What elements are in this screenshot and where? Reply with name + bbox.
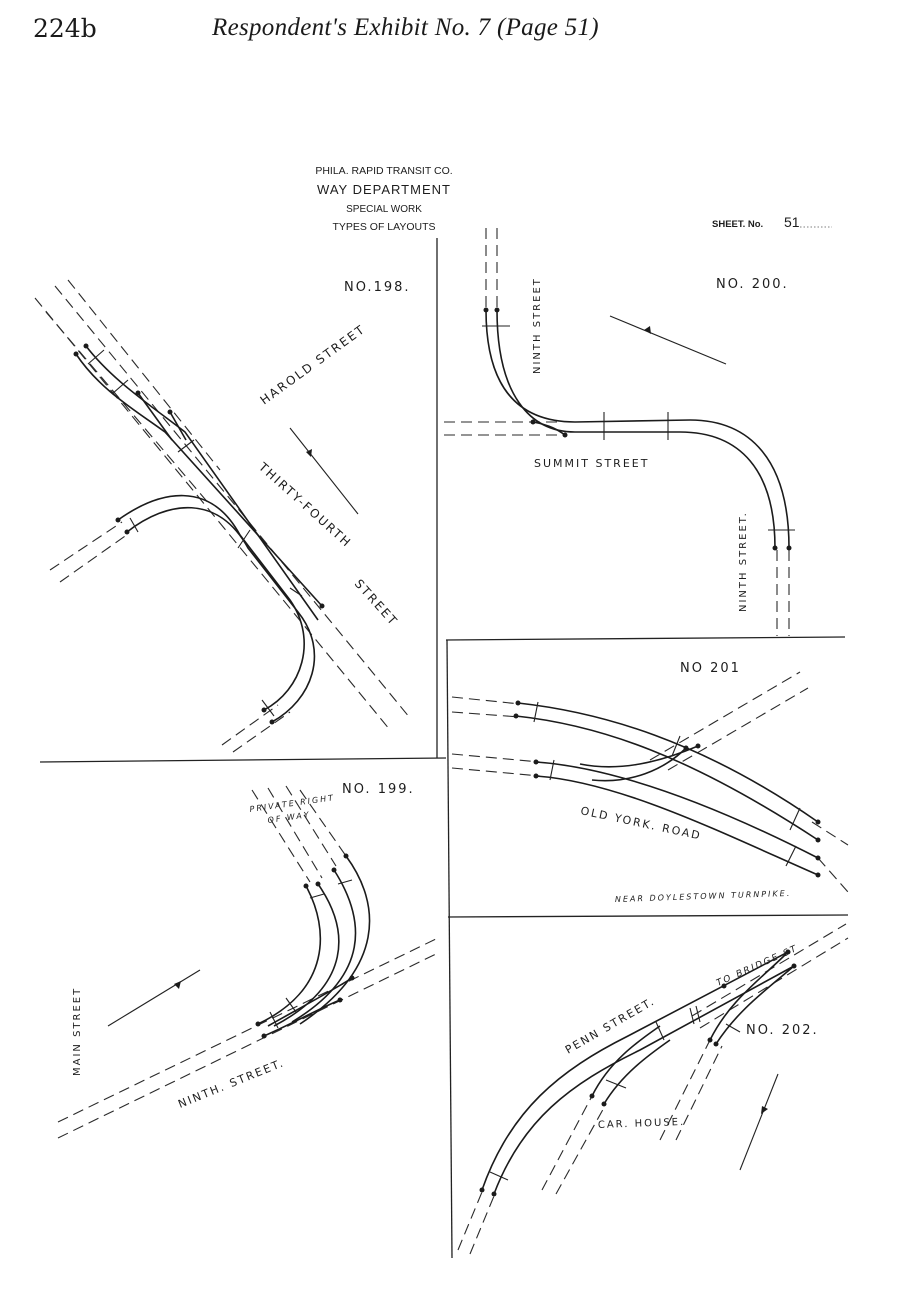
page-number: 224b — [33, 14, 97, 43]
layout-200: NO. 200. NINTH STREET SUMMIT STREET NINT… — [444, 228, 795, 636]
department-name: WAY DEPARTMENT — [317, 182, 451, 197]
layout-201-old-york-road: OLD YORK. ROAD — [579, 804, 702, 842]
layout-199-street-edge — [57, 937, 439, 1123]
layout-201-street-edge — [811, 821, 849, 846]
layout-201-track — [517, 702, 819, 823]
layout-198: NO.198. HAROLD STREET THIRTY-FOURTH STRE… — [34, 279, 411, 753]
layout-201-street-edge — [451, 696, 521, 705]
layout-201-note: NEAR DOYLESTOWN TURNPIKE. — [615, 889, 792, 904]
layout-200-summit-street: SUMMIT STREET — [534, 457, 649, 470]
layout-202-street-edge — [555, 1103, 607, 1195]
layout-201-track — [579, 745, 699, 768]
divider-horizontal-right-1 — [445, 636, 846, 641]
layout-199-street-edge — [57, 951, 441, 1139]
layout-201-street-edge — [451, 753, 541, 763]
layout-202-north-arrow — [739, 1073, 779, 1171]
layout-202-track — [493, 965, 795, 1195]
work-type: SPECIAL WORK — [346, 204, 422, 215]
layout-202: NO. 202. PENN STREET. TO BRIDGE ST CAR. … — [457, 923, 849, 1255]
layout-199-north-arrow-head — [174, 981, 181, 989]
layout-200-track — [532, 421, 566, 436]
layout-198-track — [85, 345, 319, 621]
layout-198-track — [117, 494, 305, 711]
layout-198-harold-street: HAROLD STREET — [258, 322, 369, 408]
layout-199-track — [299, 855, 371, 1025]
layout-199-track — [263, 999, 341, 1037]
layout-198-street: STREET — [352, 577, 401, 629]
layout-199-track — [267, 977, 353, 1027]
layout-199-north-arrow — [107, 969, 201, 1027]
layout-201-street-edge — [649, 671, 801, 761]
layout-198-track — [126, 506, 316, 723]
layout-201-street-edge — [817, 857, 849, 893]
sheet-label: SHEET. No. — [712, 219, 763, 230]
layout-199-main-street: MAIN STREET — [72, 987, 83, 1076]
layout-200-track — [496, 309, 776, 549]
layout-199: NO. 199. PRIVATE RIGHT OF WAY MAIN STREE… — [57, 782, 441, 1139]
layout-201-number: NO 201 — [680, 661, 741, 676]
layout-202-track — [715, 965, 795, 1045]
layout-198-track — [169, 411, 187, 441]
layout-202-track — [591, 1025, 661, 1097]
layout-199-street-edge — [299, 789, 347, 857]
layout-198-street-edge — [232, 711, 291, 753]
layout-198-street-edge — [45, 311, 211, 506]
layout-198-street-edge — [54, 285, 411, 719]
layout-201: NO 201 OLD YORK. ROAD NEAR DOYLESTOWN TU… — [451, 661, 849, 904]
layout-202-track — [709, 951, 789, 1041]
layout-201-street-edge — [667, 687, 809, 771]
layout-198-north-arrow-head — [306, 449, 312, 457]
layout-202-street-edge — [541, 1095, 593, 1191]
drawing-subject: TYPES OF LAYOUTS — [332, 221, 435, 233]
layout-198-street-edge — [49, 521, 123, 571]
layout-202-street-edge — [675, 1045, 723, 1141]
divider-horizontal-left — [39, 757, 447, 763]
layout-200-number: NO. 200. — [716, 277, 789, 292]
layout-199-street-edge — [251, 789, 311, 883]
layout-199-ninth-street: NINTH. STREET. — [176, 1056, 286, 1111]
layout-200-north-arrow-head — [644, 326, 651, 334]
layout-200-ninth-street-bottom: NINTH STREET. — [738, 511, 749, 612]
sheet-number: 51 — [784, 214, 800, 230]
layout-201-track — [515, 715, 819, 841]
layout-202-car-house: CAR. HOUSE. — [598, 1117, 686, 1131]
layout-199-track — [257, 885, 322, 1025]
layout-201-street-edge — [451, 767, 541, 777]
layout-200-ninth-street-top: NINTH STREET — [532, 277, 543, 374]
layout-201-track — [535, 761, 819, 859]
layout-199-street-edge — [285, 785, 337, 867]
layout-198-street-edge — [67, 279, 221, 471]
company-name: PHILA. RAPID TRANSIT CO. — [315, 165, 452, 177]
layout-198-street-edge — [59, 533, 129, 583]
divider-horizontal-right-2 — [447, 914, 849, 918]
layout-199-track — [291, 869, 357, 1023]
layout-198-street-edge — [221, 704, 279, 746]
layout-202-track — [603, 1039, 671, 1105]
layout-202-street-edge — [457, 1191, 483, 1251]
layout-199-track — [273, 883, 340, 1027]
layout-198-number: NO.198. — [344, 280, 411, 295]
layout-201-street-edge — [451, 711, 521, 718]
layout-202-street-edge — [469, 1195, 495, 1255]
layout-201-track — [535, 775, 819, 876]
layout-198-track — [75, 353, 323, 607]
exhibit-title: Respondent's Exhibit No. 7 (Page 51) — [212, 14, 599, 41]
layout-200-track — [485, 309, 790, 549]
layout-199-street-edge — [267, 787, 323, 879]
layout-199-row-line1: PRIVATE RIGHT — [249, 793, 335, 814]
layout-202-number: NO. 202. — [746, 1023, 819, 1038]
layout-202-track — [481, 951, 789, 1191]
divider-vertical-lower — [446, 639, 453, 1259]
layout-198-north-arrow — [289, 427, 359, 515]
layout-201-track — [591, 747, 687, 782]
layout-199-number: NO. 199. — [342, 782, 415, 797]
layout-200-north-arrow — [609, 315, 727, 365]
layout-198-thirty-fourth: THIRTY-FOURTH — [255, 459, 354, 550]
layout-198-street-edge — [34, 297, 391, 731]
layout-198-track — [137, 392, 173, 441]
layout-202-street-edge — [659, 1039, 711, 1141]
layout-202-north-arrow-head — [761, 1106, 768, 1114]
